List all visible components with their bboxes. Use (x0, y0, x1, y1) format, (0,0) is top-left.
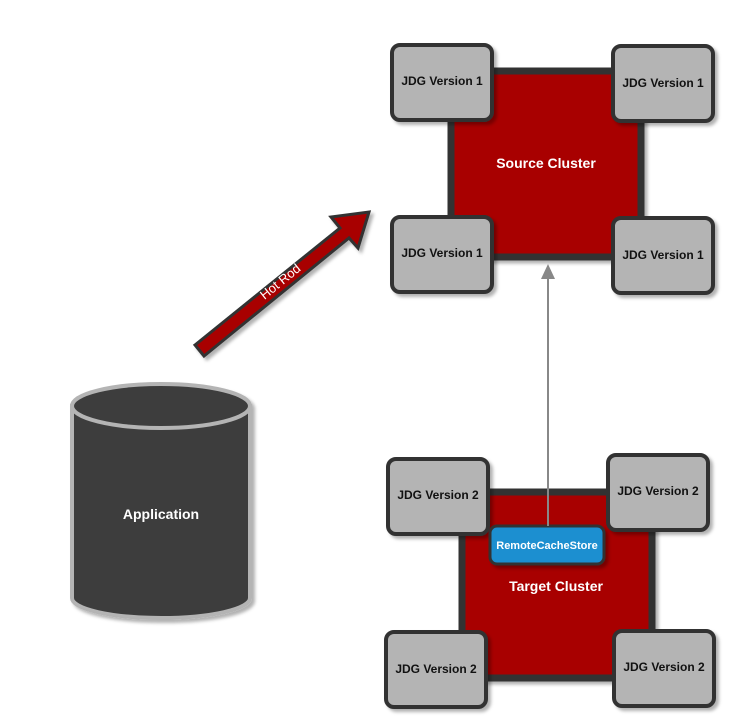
target-node: JDG Version 2 (386, 457, 490, 536)
target-node-label: JDG Version 2 (617, 484, 699, 498)
target-node-label: JDG Version 2 (397, 488, 479, 502)
source-node: JDG Version 1 (390, 215, 494, 294)
source-cluster-label: Source Cluster (496, 155, 596, 171)
target-cluster: Target Cluster JDG Version 2 JDG Version… (384, 453, 716, 709)
source-node-label: JDG Version 1 (401, 74, 483, 88)
source-node: JDG Version 1 (390, 43, 494, 122)
source-node: JDG Version 1 (611, 44, 715, 123)
source-node-label: JDG Version 1 (622, 248, 704, 262)
source-node-label: JDG Version 1 (401, 246, 483, 260)
target-node-label: JDG Version 2 (623, 660, 705, 674)
sync-arrow (541, 264, 555, 526)
application-cylinder (70, 382, 252, 620)
target-node: JDG Version 2 (606, 453, 710, 532)
target-node: JDG Version 2 (612, 629, 716, 708)
source-node: JDG Version 1 (611, 216, 715, 295)
application-label: Application (123, 506, 199, 522)
source-node-label: JDG Version 1 (622, 76, 704, 90)
target-node-label: JDG Version 2 (395, 662, 477, 676)
target-cluster-label: Target Cluster (509, 578, 603, 594)
hot-rod-arrow: Hot Rod (192, 210, 372, 359)
target-node: JDG Version 2 (384, 630, 488, 709)
remote-cache-store-label: RemoteCacheStore (496, 540, 597, 552)
remote-cache-store: RemoteCacheStore (488, 524, 606, 566)
source-cluster: Source Cluster JDG Version 1 JDG Version… (390, 43, 715, 295)
